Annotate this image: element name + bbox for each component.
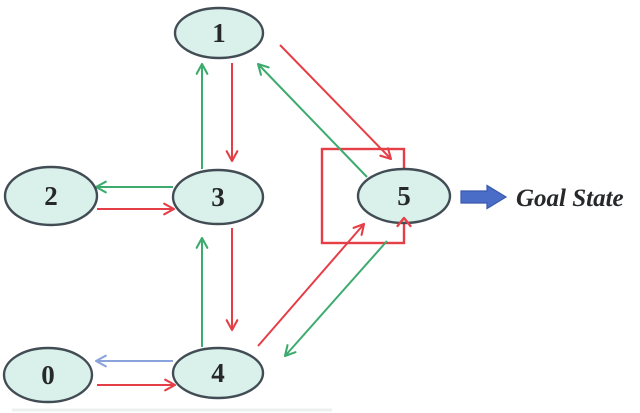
node-4 xyxy=(171,346,265,400)
node-2 xyxy=(3,165,99,227)
bottom-edge-artifact xyxy=(12,408,332,412)
node-1 xyxy=(173,6,265,60)
goal-state-label: Goal State xyxy=(516,185,624,212)
node-4-label: 4 xyxy=(211,358,225,388)
node-5 xyxy=(356,167,452,225)
edge-5-to-5-arrowhead-icon xyxy=(396,216,412,228)
edge-4-to-5 xyxy=(257,222,366,347)
edge-5-to-4 xyxy=(283,240,388,358)
node-1-label: 1 xyxy=(212,18,226,48)
goal-state-arrow-icon xyxy=(460,184,508,210)
node-2-label: 2 xyxy=(44,181,58,211)
node-3 xyxy=(171,168,265,226)
edge-1-to-5 xyxy=(279,44,393,161)
node-0-label: 0 xyxy=(41,360,55,390)
node-5-label: 5 xyxy=(397,181,411,211)
node-0 xyxy=(2,346,94,404)
edge-5-to-1 xyxy=(256,62,368,178)
node-3-label: 3 xyxy=(211,182,225,212)
